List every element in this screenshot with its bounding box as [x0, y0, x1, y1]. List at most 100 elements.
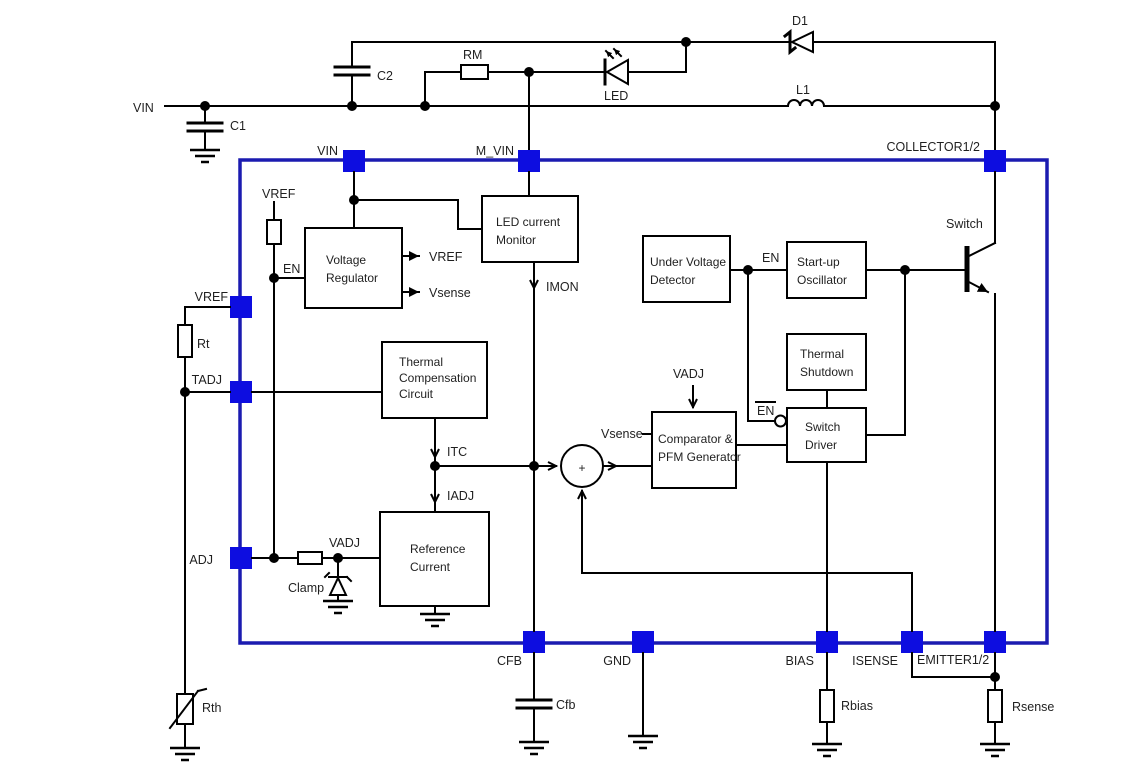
pin-collector: [984, 150, 1006, 172]
capacitor-c2: [333, 41, 371, 107]
block-comparator-pfm: Comparator & PFM Generator: [651, 411, 741, 489]
resistor-rm: [460, 64, 489, 80]
switch-label: Switch: [946, 217, 983, 231]
vsense-out-label: Vsense: [429, 286, 471, 300]
pin-bias-label: BIAS: [786, 654, 815, 668]
inverter-bubble: [774, 414, 787, 428]
external-bottom-wires: [515, 652, 1012, 758]
block-thermal-shutdown: Thermal Shutdown: [786, 333, 867, 391]
svg-text:Voltage: Voltage: [326, 253, 366, 267]
pin-adj-label: ADJ: [189, 553, 213, 567]
svg-text:Thermal: Thermal: [399, 355, 443, 369]
ground-symbol: [626, 734, 660, 750]
svg-text:Start-up: Start-up: [797, 255, 840, 269]
vadj-comp-label: VADJ: [673, 367, 704, 381]
d1-label: D1: [792, 14, 808, 28]
svg-text:Switch: Switch: [805, 420, 840, 434]
pin-isense-label: ISENSE: [852, 654, 898, 668]
pin-vref: [230, 296, 252, 318]
pin-emitter: [984, 631, 1006, 653]
cfb-cap-label: Cfb: [556, 698, 576, 712]
zener-clamp: [321, 557, 355, 615]
external-top-wires: [164, 37, 1000, 151]
en-label: EN: [283, 262, 300, 276]
block-startup-oscillator: Start-up Oscillator: [786, 241, 867, 299]
clamp-label: Clamp: [288, 581, 324, 595]
sum-plus-sign: +: [578, 461, 585, 475]
capacitor-c1: [186, 105, 224, 164]
pin-gnd: [632, 631, 654, 653]
svg-text:Under Voltage: Under Voltage: [650, 255, 726, 269]
pin-cfb: [523, 631, 545, 653]
resistor-adj: [297, 551, 323, 565]
svg-text:PFM Generator: PFM Generator: [658, 450, 741, 464]
ground-symbol: [168, 746, 202, 762]
pin-isense: [901, 631, 923, 653]
rbias-label: Rbias: [841, 699, 873, 713]
pin-emitter-label: EMITTER1/2: [917, 653, 989, 667]
ground-symbol: [321, 599, 355, 615]
labels: VIN C1 C2 RM LED D1 L1 VIN M_VIN COLLECT…: [133, 14, 1054, 715]
led-symbol: [603, 47, 629, 86]
svg-text:Thermal: Thermal: [800, 347, 844, 361]
pin-vin-label: VIN: [317, 144, 338, 158]
led-label: LED: [604, 89, 628, 103]
svg-text:Current: Current: [410, 560, 451, 574]
pin-m-vin: [518, 150, 540, 172]
diode-d1: [782, 28, 814, 56]
svg-text:Detector: Detector: [650, 273, 695, 287]
c1-label: C1: [230, 119, 246, 133]
block-voltage-regulator: Voltage Regulator: [304, 227, 420, 309]
rm-label: RM: [463, 48, 482, 62]
svg-text:Comparator &: Comparator &: [658, 432, 733, 446]
pin-cfb-label: CFB: [497, 654, 522, 668]
pin-tadj-label: TADJ: [192, 373, 222, 387]
inductor-l1: [786, 99, 826, 108]
vref-out-label: VREF: [429, 250, 463, 264]
iadj-label: IADJ: [447, 489, 474, 503]
svg-text:Monitor: Monitor: [496, 233, 536, 247]
block-thermal-compensation: Thermal Compensation Circuit: [381, 341, 488, 419]
ground-symbol: [517, 740, 551, 756]
pin-bias: [816, 631, 838, 653]
thermistor-rth: [168, 687, 208, 730]
block-reference-current: Reference Current: [379, 511, 490, 607]
pin-collector-label: COLLECTOR1/2: [886, 140, 980, 154]
ground-symbol: [978, 742, 1012, 758]
resistor-rbias: [819, 689, 835, 723]
ground-symbol: [188, 148, 222, 164]
svg-text:EN: EN: [757, 404, 774, 418]
svg-text:Shutdown: Shutdown: [800, 365, 853, 379]
pin-m-vin-label: M_VIN: [476, 144, 514, 158]
internal-wires: [251, 171, 966, 632]
vadj-ref-label: VADJ: [329, 536, 360, 550]
svg-text:Compensation: Compensation: [399, 371, 476, 385]
ground-symbol: [418, 612, 452, 628]
svg-text:LED current: LED current: [496, 215, 561, 229]
vref-internal-label: VREF: [262, 187, 296, 201]
pin-gnd-label: GND: [603, 654, 631, 668]
c2-label: C2: [377, 69, 393, 83]
block-under-voltage-detector: Under Voltage Detector: [642, 235, 731, 303]
resistor-internal-vref: [266, 219, 282, 245]
rsense-label: Rsense: [1012, 700, 1054, 714]
en-node-label: EN: [762, 251, 779, 265]
svg-text:Circuit: Circuit: [399, 387, 434, 401]
resistor-rt: [177, 324, 193, 358]
svg-text:Regulator: Regulator: [326, 271, 378, 285]
net-vin-label: VIN: [133, 101, 154, 115]
rth-label: Rth: [202, 701, 222, 715]
pin-tadj: [230, 381, 252, 403]
itc-label: ITC: [447, 445, 467, 459]
pin-adj: [230, 547, 252, 569]
block-led-current-monitor: LED current Monitor: [481, 195, 579, 263]
pin-vref-label: VREF: [195, 290, 229, 304]
pin-vin: [343, 150, 365, 172]
svg-text:Oscillator: Oscillator: [797, 273, 847, 287]
vsense-in-label: Vsense: [601, 427, 643, 441]
npn-switch-transistor: [964, 171, 997, 632]
external-left-wires: [168, 306, 231, 762]
rt-label: Rt: [197, 337, 210, 351]
